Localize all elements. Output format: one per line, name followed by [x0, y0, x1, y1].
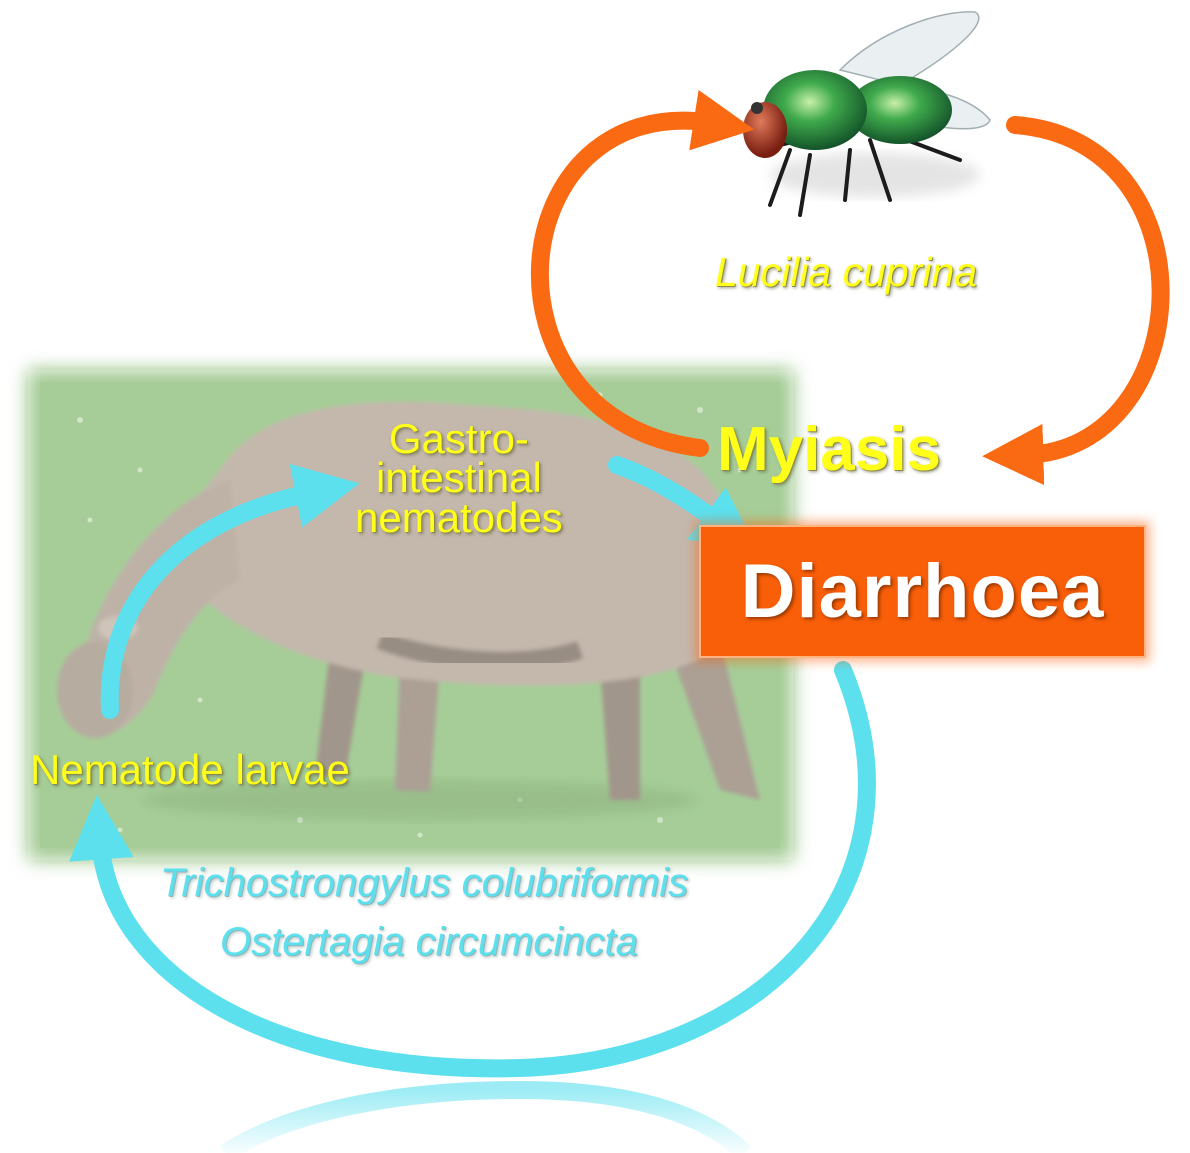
fly-illustration — [743, 12, 990, 215]
diarrhoea-label: Diarrhoea — [741, 548, 1105, 635]
nematode-species-label-1: Trichostrongylus colubriformis — [160, 863, 688, 903]
gi-nematodes-line-3: nematodes — [355, 498, 563, 537]
cyan-cycle-reflection — [225, 1090, 745, 1153]
myiasis-label: Myiasis — [717, 419, 941, 481]
fly-species-label: Lucilia cuprina — [715, 252, 977, 293]
diarrhoea-box: Diarrhoea — [699, 525, 1146, 658]
gi-nematodes-label: Gastro- intestinal nematodes — [355, 419, 563, 537]
nematode-larvae-label: Nematode larvae — [30, 749, 350, 791]
nematode-species-label-2: Ostertagia circumcincta — [220, 922, 638, 962]
gi-nematodes-line-1: Gastro- — [355, 419, 563, 458]
gi-nematodes-line-2: intestinal — [355, 458, 563, 497]
